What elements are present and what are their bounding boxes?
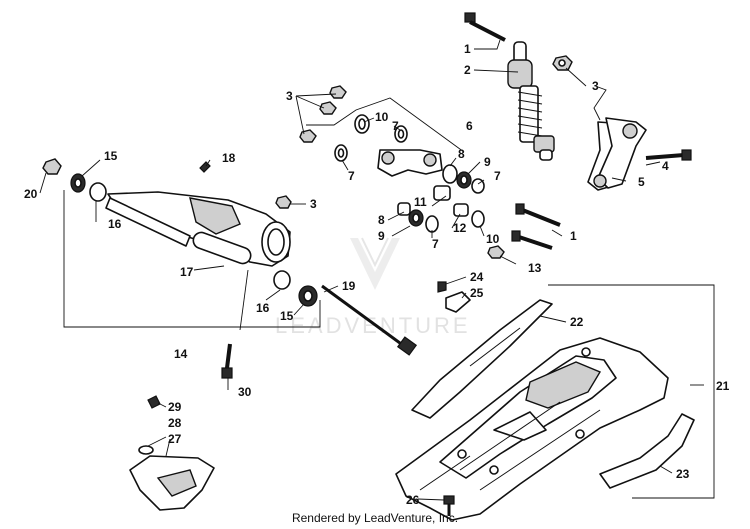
callout-16-right: 16 — [256, 301, 270, 315]
callout-7-a: 7 — [392, 119, 399, 133]
callout-30: 30 — [238, 385, 252, 399]
pivot-bushings — [397, 164, 485, 233]
callout-9-a: 9 — [484, 155, 491, 169]
small-clip-parts — [437, 281, 471, 313]
leader-lines — [39, 39, 704, 501]
callout-5: 5 — [638, 175, 645, 189]
callout-24: 24 — [470, 270, 484, 284]
callout-12: 12 — [453, 221, 467, 235]
callout-15-top: 15 — [104, 149, 118, 163]
callout-17: 17 — [180, 265, 194, 279]
group-bracket-14 — [63, 190, 321, 328]
long-axle-bolt — [321, 284, 418, 356]
callout-10-b: 10 — [486, 232, 500, 246]
callout-29: 29 — [168, 400, 182, 414]
callout-7-c: 7 — [494, 169, 501, 183]
callout-7-d: 7 — [432, 237, 439, 251]
callout-3-arm: 3 — [310, 197, 317, 211]
callout-14: 14 — [174, 347, 188, 361]
callout-25: 25 — [470, 286, 484, 300]
callout-8-a: 8 — [458, 147, 465, 161]
callout-1-top: 1 — [464, 42, 471, 56]
callout-21: 21 — [716, 379, 730, 393]
callout-26: 26 — [406, 493, 420, 507]
rear-bracket-assembly — [129, 395, 215, 511]
callout-1-bottom: 1 — [570, 229, 577, 243]
callout-3-left: 3 — [286, 89, 293, 103]
linkage-bolt — [645, 149, 692, 161]
linkage-arm — [587, 117, 647, 191]
callout-labels: 1 2 3 3 3 4 5 6 7 7 7 7 8 8 9 9 10 10 11… — [24, 42, 730, 507]
callout-3-right: 3 — [592, 79, 599, 93]
shock-bolt-top — [464, 12, 506, 42]
main-slide-frame — [395, 337, 669, 521]
vertical-bolt — [221, 343, 233, 379]
nut-upper-right — [552, 55, 573, 71]
callout-2: 2 — [464, 63, 471, 77]
callout-6: 6 — [466, 119, 473, 133]
watermark: LEADVENTURE — [275, 237, 471, 338]
callout-27: 27 — [168, 432, 182, 446]
callout-8-b: 8 — [378, 213, 385, 227]
callout-15-bottom: 15 — [280, 309, 294, 323]
shock-mount-bracket — [377, 149, 443, 177]
callout-18: 18 — [222, 151, 236, 165]
pivot-bolts — [487, 203, 561, 259]
callout-16-left: 16 — [108, 217, 122, 231]
callout-22: 22 — [570, 315, 584, 329]
left-slide-rail — [411, 299, 553, 419]
callout-28: 28 — [168, 416, 182, 430]
callout-9-b: 9 — [378, 229, 385, 243]
callout-10-a: 10 — [375, 110, 389, 124]
shock-absorber — [507, 41, 555, 161]
callout-20: 20 — [24, 187, 38, 201]
render-credit: Rendered by LeadVenture, Inc. — [291, 511, 459, 525]
watermark-text: LEADVENTURE — [275, 313, 471, 338]
callout-13: 13 — [528, 261, 542, 275]
grease-fitting — [199, 161, 211, 173]
rear-arm-assembly — [42, 158, 318, 307]
group-bracket-6 — [306, 97, 465, 153]
right-slide-rail — [599, 413, 695, 489]
callout-23: 23 — [676, 467, 690, 481]
upper-hardware — [299, 85, 408, 162]
callout-4: 4 — [662, 159, 669, 173]
callout-19: 19 — [342, 279, 356, 293]
callout-7-b: 7 — [348, 169, 355, 183]
callout-11: 11 — [414, 195, 427, 209]
group-bracket-21 — [548, 284, 715, 499]
